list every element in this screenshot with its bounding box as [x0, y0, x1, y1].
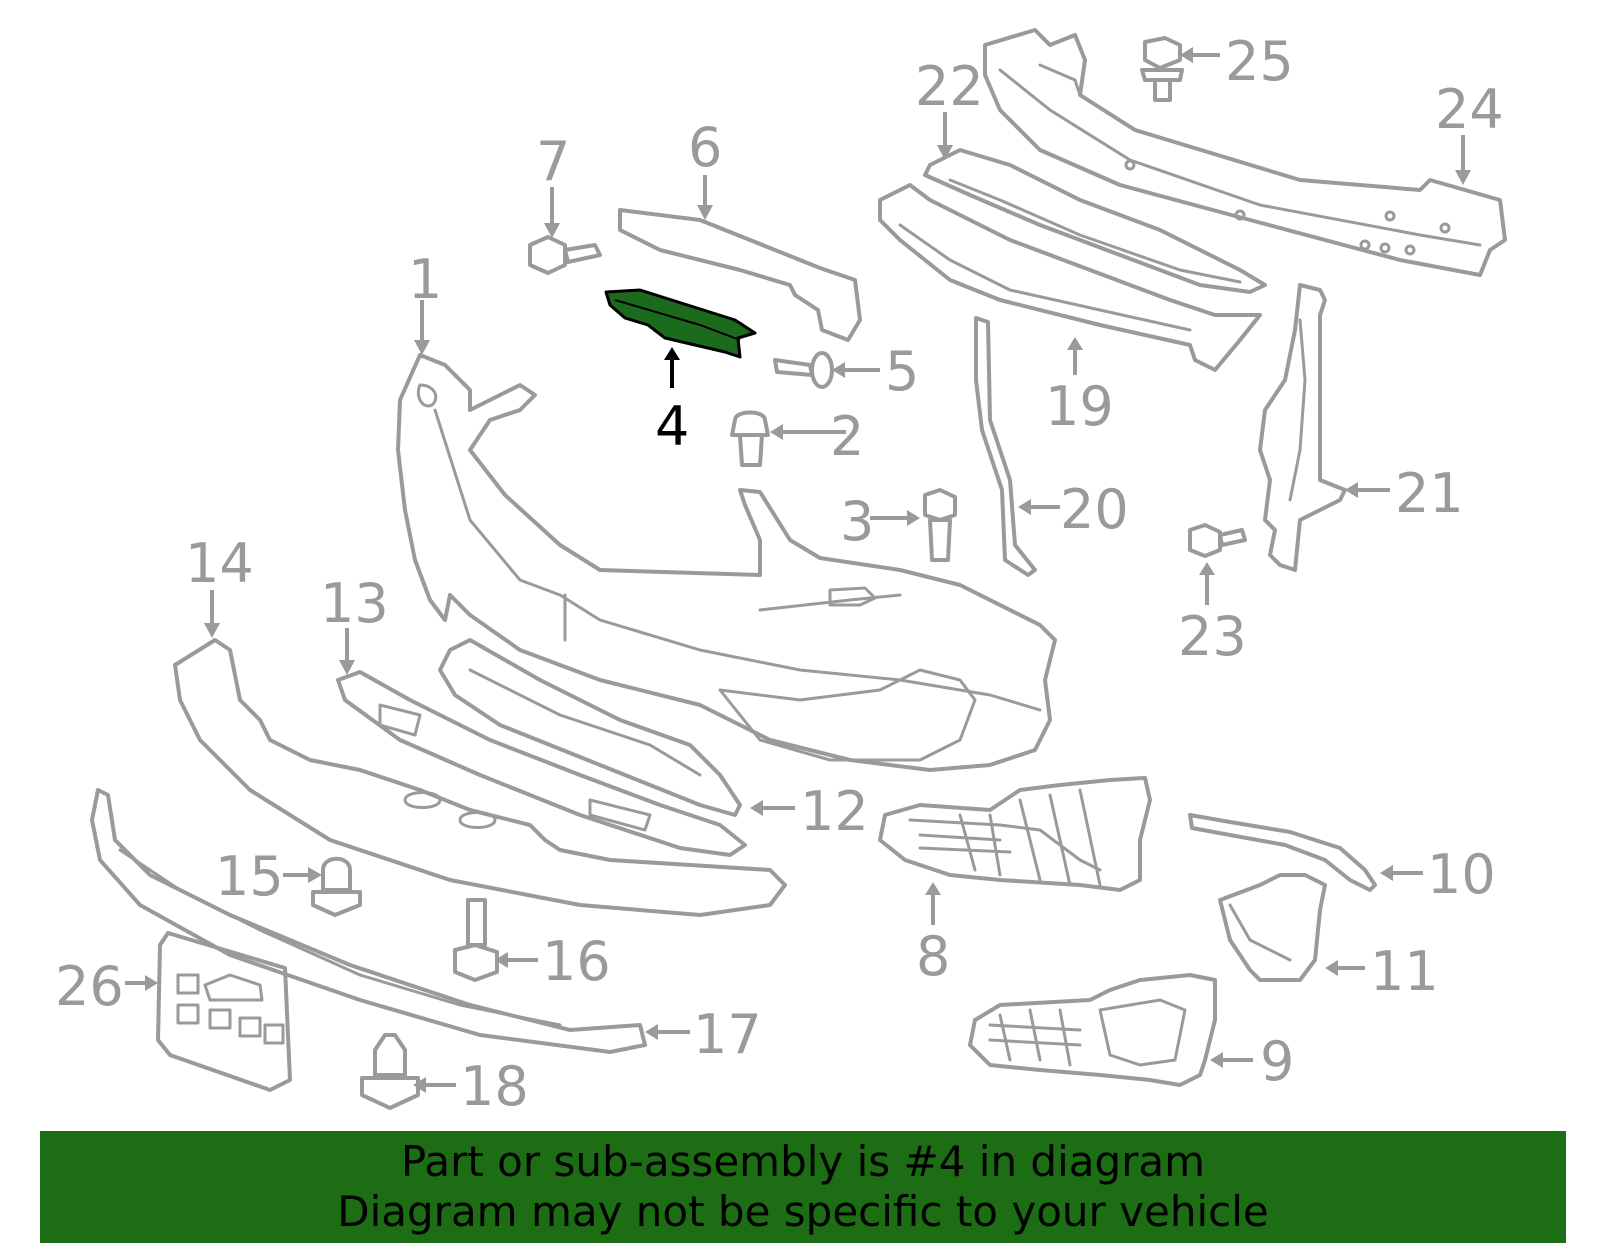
callout-8: 8	[916, 925, 950, 988]
callout-19: 19	[1045, 375, 1114, 438]
part-18-clip	[360, 1033, 420, 1110]
part-17-lower-strip	[90, 788, 647, 1054]
callout-21: 21	[1395, 462, 1464, 525]
callout-25: 25	[1225, 30, 1294, 93]
part-8-grille-insert	[878, 776, 1152, 892]
callout-2: 2	[830, 405, 864, 468]
part-13-grille	[336, 638, 747, 857]
part-14-lower-lip	[173, 638, 787, 917]
callout-1: 1	[408, 248, 442, 311]
part-24-reinforcement-beam	[983, 28, 1507, 277]
part-22-absorber	[923, 148, 1267, 294]
part-6-bracket	[618, 208, 862, 342]
part-9-fog-grille	[968, 973, 1217, 1087]
part-19-upper-support	[878, 183, 1262, 372]
callout-3: 3	[840, 490, 874, 553]
callout-4: 4	[655, 395, 689, 458]
callout-14: 14	[185, 532, 254, 595]
part-4-highlighted	[604, 288, 757, 359]
callout-5: 5	[885, 340, 919, 403]
part-2-clip	[730, 410, 770, 467]
callout-9: 9	[1260, 1030, 1294, 1093]
part-21-side-bracket	[1258, 283, 1347, 572]
part-7-bolt	[528, 235, 602, 275]
callout-13: 13	[320, 572, 389, 635]
part-15-clip	[311, 856, 362, 917]
callout-6: 6	[688, 116, 722, 179]
part-5-clip	[773, 351, 834, 389]
info-banner: Part or sub-assembly is #4 in diagram Di…	[40, 1131, 1566, 1243]
callout-16: 16	[542, 930, 611, 993]
callout-10: 10	[1427, 843, 1496, 906]
callout-arrows	[125, 47, 1471, 1093]
part-23-bolt	[1188, 523, 1247, 558]
callout-15: 15	[215, 845, 284, 908]
part-10-molding	[1188, 813, 1377, 892]
part-16-bolt	[453, 898, 499, 982]
callout-12: 12	[800, 780, 869, 843]
callout-20: 20	[1060, 478, 1129, 541]
callout-labels: 1 2 3 4 5 6 7 8 9 10 11 12 13 14 15 16 1…	[55, 30, 1504, 1118]
callout-7: 7	[536, 130, 570, 193]
part-1-bumper-cover	[396, 353, 1057, 772]
banner-line-2: Diagram may not be specific to your vehi…	[337, 1187, 1269, 1236]
part-26-plate-bracket	[156, 931, 292, 1092]
part-20-side-strip	[974, 316, 1037, 577]
part-3-bolt	[923, 488, 957, 562]
part-25-bolt	[1140, 36, 1184, 102]
callout-11: 11	[1370, 940, 1439, 1003]
callout-22: 22	[915, 55, 984, 118]
callout-17: 17	[693, 1003, 762, 1066]
part-11-bracket	[1218, 873, 1327, 982]
callout-24: 24	[1435, 78, 1504, 141]
callout-23: 23	[1178, 605, 1247, 668]
banner-line-1: Part or sub-assembly is #4 in diagram	[400, 1137, 1206, 1186]
callout-26: 26	[55, 955, 124, 1018]
callout-18: 18	[460, 1055, 529, 1118]
